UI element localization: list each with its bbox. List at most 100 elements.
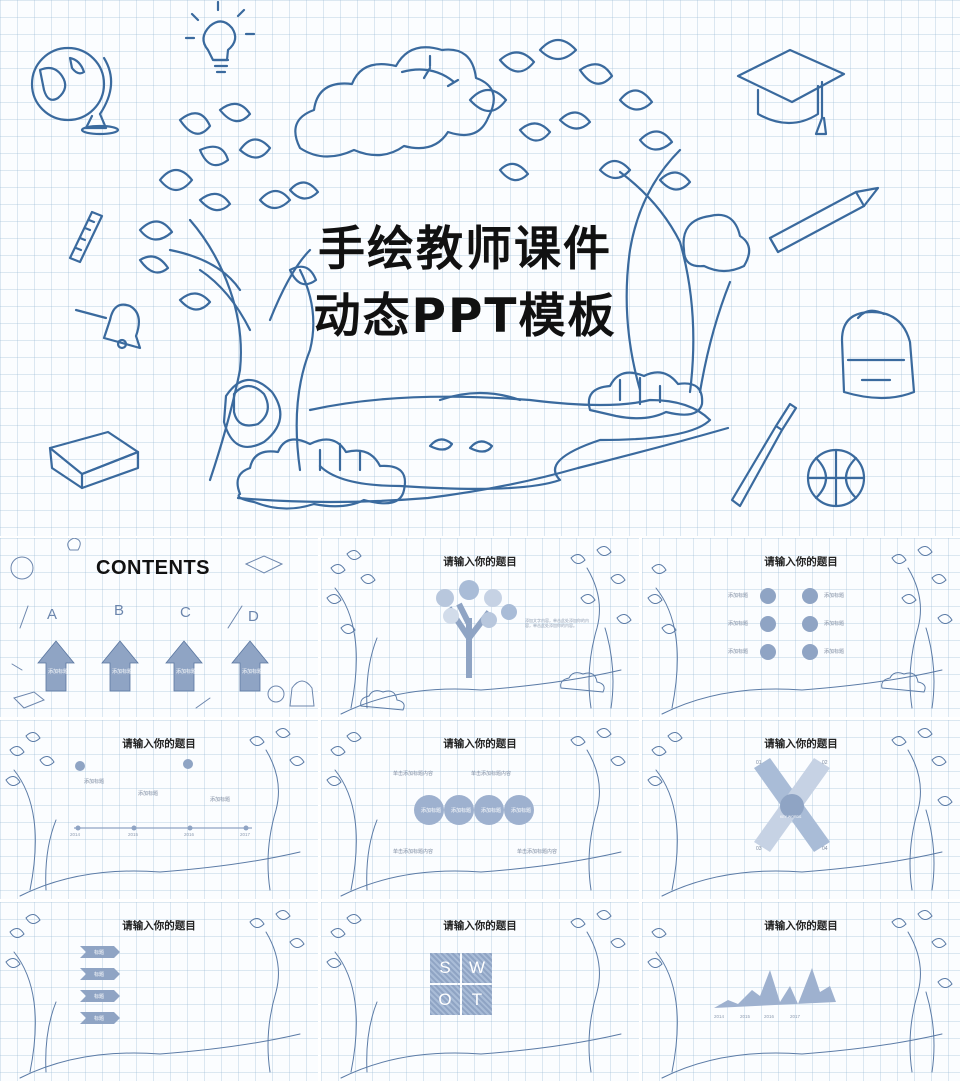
- swot-s: S: [430, 953, 460, 983]
- center-label: KEY WORDS: [780, 815, 802, 819]
- book-icon: [13, 691, 45, 709]
- icon-label: 添加标题: [728, 649, 749, 655]
- thumbnail-swot[interactable]: 请输入你的题目 S W O T: [321, 902, 639, 1081]
- letter-b: B: [114, 602, 125, 619]
- caption: 单击添加标题内容: [471, 771, 512, 777]
- thumbnail-contents[interactable]: CONTENTS A B C D 添加标题 添加标题 添加标题 添加标题: [0, 538, 318, 717]
- swot-t: T: [462, 985, 492, 1015]
- hero-title-line-2: 动态PPT模板: [313, 289, 617, 344]
- slide-title: 请输入你的题目: [764, 556, 838, 568]
- paintbrush-icon: [195, 697, 211, 709]
- basketball-icon: [806, 448, 866, 508]
- tree-frame: [5, 728, 305, 897]
- tree-frame: [647, 728, 953, 897]
- year-label: 2017: [790, 1014, 801, 1019]
- icon-label: 添加标题: [728, 621, 749, 627]
- settings-icon: [802, 588, 818, 604]
- thumbnail-timeline[interactable]: 请输入你的题目 2014 2015 2016 2017 添加标题 添加标题 添加…: [0, 720, 318, 899]
- ground-line: [236, 426, 730, 504]
- slide-title: 请输入你的题目: [122, 738, 196, 750]
- year-label: 2014: [714, 1014, 725, 1019]
- timeline-item: 添加标题: [138, 791, 159, 797]
- ruler-icon: [19, 605, 29, 629]
- right-tree: [468, 38, 751, 394]
- left-tree: [138, 102, 320, 482]
- caption: 单击添加标题内容: [393, 771, 434, 777]
- number-label: 04: [822, 846, 828, 852]
- slide-title: 请输入你的题目: [443, 556, 517, 568]
- contents-title: CONTENTS: [96, 557, 210, 579]
- crown-icon: [760, 616, 776, 632]
- ribbon-stack: [80, 946, 120, 1024]
- ribbon-label: 标题: [94, 950, 105, 956]
- year-label: 2017: [240, 832, 251, 837]
- contents-doodles: [10, 538, 315, 709]
- thumbnail-ribbons[interactable]: 请输入你的题目 标题 标题 标题 标题: [0, 902, 318, 1081]
- arrow-a-label: 添加标题: [48, 669, 69, 675]
- link-icon: [760, 644, 776, 660]
- circle-4: [504, 795, 534, 825]
- tree-frame: [326, 728, 626, 897]
- thumbnail-tree[interactable]: 请输入你的题目 添加文字内容，单击此处添加你的内容，单击此处添加你的内容。: [321, 538, 639, 717]
- timeline-item: 添加标题: [210, 797, 231, 803]
- slide-title: 请输入你的题目: [443, 738, 517, 750]
- bushes-shape: [236, 371, 704, 510]
- lightbulb-icon: [184, 0, 256, 74]
- icon-grid: [760, 588, 818, 660]
- backpack-icon: [840, 309, 916, 400]
- arrow-d-label: 添加标题: [242, 669, 263, 675]
- circle-label: 添加标题: [481, 808, 502, 814]
- thumbnail-icons[interactable]: 请输入你的题目 添加标题 添加标题 添加标题 添加标题 添加标题 添加标题: [642, 538, 960, 717]
- tree-frame: [5, 910, 305, 1079]
- letter-d: D: [248, 608, 259, 625]
- globe-icon: [30, 46, 120, 136]
- year-label: 2015: [128, 832, 139, 837]
- graduation-cap-icon: [244, 555, 284, 574]
- letter-a: A: [47, 606, 58, 623]
- circle-label: 添加标题: [421, 808, 442, 814]
- swot-o: O: [430, 985, 460, 1015]
- slide-title: 请输入你的题目: [764, 738, 838, 750]
- letter-c: C: [180, 604, 191, 621]
- tree-frame: [326, 546, 632, 715]
- thumbnail-circles[interactable]: 请输入你的题目 添加标题 添加标题 添加标题 添加标题 单击添加标题内容 单击添…: [321, 720, 639, 899]
- ribbon-label: 标题: [94, 1016, 105, 1022]
- swot-w: W: [462, 953, 492, 983]
- arrow-a: [37, 640, 75, 692]
- x-diagram: [754, 758, 830, 852]
- home-icon: [802, 644, 818, 660]
- circle-label: 添加标题: [451, 808, 472, 814]
- circle-2: [444, 795, 474, 825]
- lightbulb-icon: [67, 538, 81, 551]
- year-label: 2014: [70, 832, 81, 837]
- icon-label: 添加标题: [824, 649, 845, 655]
- thumbnail-grid: CONTENTS A B C D 添加标题 添加标题 添加标题 添加标题: [0, 538, 960, 1081]
- slide-title: 请输入你的题目: [122, 920, 196, 932]
- paintbrush-icon: [730, 402, 798, 508]
- year-label: 2016: [764, 1014, 775, 1019]
- share-icon: [760, 588, 776, 604]
- thumbnail-mountain[interactable]: 请输入你的题目 2014 2015 2016 2017: [642, 902, 960, 1081]
- tree-frame: [647, 910, 953, 1079]
- timeline-item: 添加标题: [84, 779, 105, 785]
- cloud-shape: [294, 46, 495, 158]
- circle-3: [474, 795, 504, 825]
- ruler-icon: [68, 210, 104, 264]
- year-label: 2015: [740, 1014, 751, 1019]
- circle-1: [414, 795, 444, 825]
- tree-frame: [647, 546, 953, 715]
- bell-icon: [74, 303, 142, 350]
- thumbnail-cross[interactable]: 请输入你的题目 KEY WORDS 01 02 03 04: [642, 720, 960, 899]
- caption: 单击添加标题内容: [393, 849, 434, 855]
- backpack-icon: [289, 680, 315, 707]
- pencil-icon: [768, 186, 880, 254]
- graduation-cap-icon: [736, 48, 846, 136]
- lock-icon: [802, 616, 818, 632]
- globe-icon: [10, 556, 34, 580]
- circle-label: 添加标题: [511, 808, 532, 814]
- icon-label: 添加标题: [824, 593, 845, 599]
- body-text: 添加文字内容，单击此处添加你的内容，单击此处添加你的内容。: [525, 618, 589, 629]
- pencil-icon: [227, 605, 243, 629]
- bell-icon: [11, 663, 23, 671]
- arrow-c: [165, 640, 203, 692]
